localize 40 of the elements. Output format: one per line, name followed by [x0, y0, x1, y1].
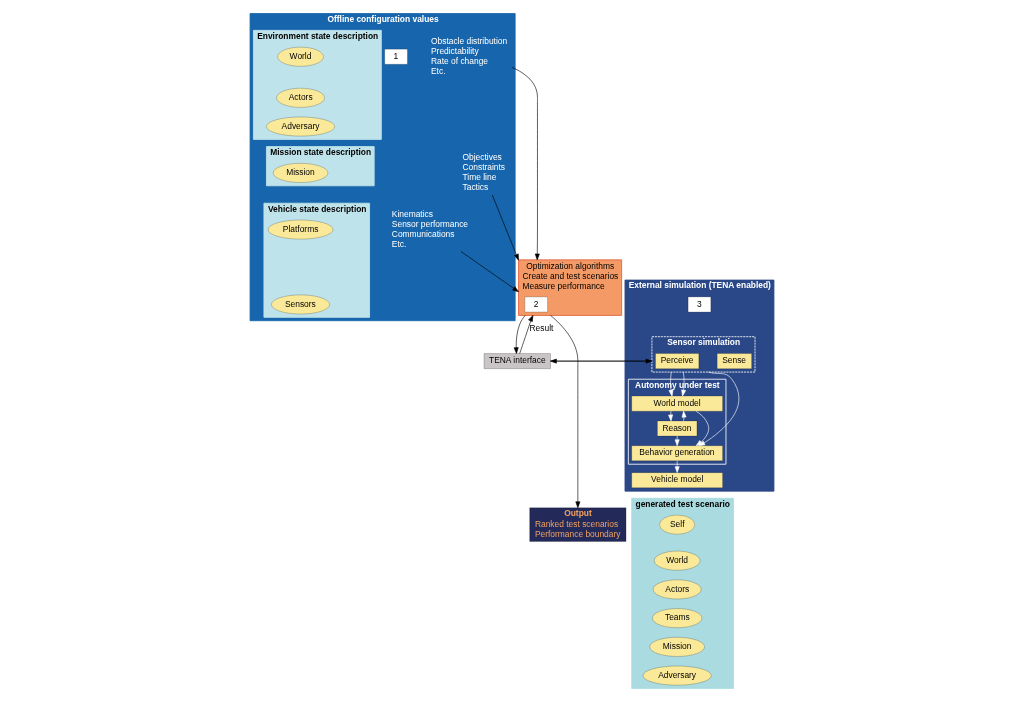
arrow [519, 315, 534, 354]
node-ellipse: Sensors [271, 294, 330, 315]
node-box: 3 [688, 296, 711, 313]
node-box: Behavior generation [631, 445, 723, 461]
arrow [681, 410, 687, 422]
node-ellipse: Teams [652, 608, 703, 628]
arrow [550, 315, 581, 508]
node-text: Objectives Constraints Time line Tactics [462, 151, 506, 193]
edge-label: Result [529, 322, 554, 333]
node-box: Output Ranked test scenarios Performance boundary [529, 507, 627, 542]
arrow [668, 410, 673, 422]
arrow [695, 410, 710, 446]
arrow [513, 315, 526, 354]
node-ellipse: Actors [276, 88, 325, 108]
node-box: Vehicle model [631, 472, 723, 488]
node-box: World model [631, 395, 723, 412]
node-ellipse: Adversary [266, 116, 335, 137]
node-box: Reason [657, 420, 698, 437]
arrow [674, 460, 680, 473]
node-ellipse: Adversary [642, 665, 712, 686]
arrow [681, 371, 686, 397]
node-text: Kinematics Sensor performance Communications Etc. [391, 208, 469, 249]
node-ellipse: World [654, 551, 701, 571]
node-box: Sense [717, 353, 752, 369]
node-ellipse: World [277, 47, 324, 67]
node-ellipse: Mission [273, 163, 329, 183]
arrow [460, 251, 519, 293]
node-ellipse: Actors [653, 579, 702, 600]
node-box: TENA interface [483, 353, 551, 369]
node-text: Obstacle distribution Predictability Rate of change Etc. [431, 35, 508, 76]
node-box: 1 [384, 49, 408, 65]
node-ellipse: Platforms [267, 219, 334, 240]
arrow [668, 371, 674, 397]
arrow [698, 371, 740, 446]
arrow [674, 435, 680, 446]
node-box: 2 [524, 296, 548, 313]
node-ellipse: Self [659, 514, 695, 535]
node-ellipse: Mission [649, 637, 705, 657]
arrow [491, 194, 519, 261]
node-box: Perceive [655, 353, 699, 369]
